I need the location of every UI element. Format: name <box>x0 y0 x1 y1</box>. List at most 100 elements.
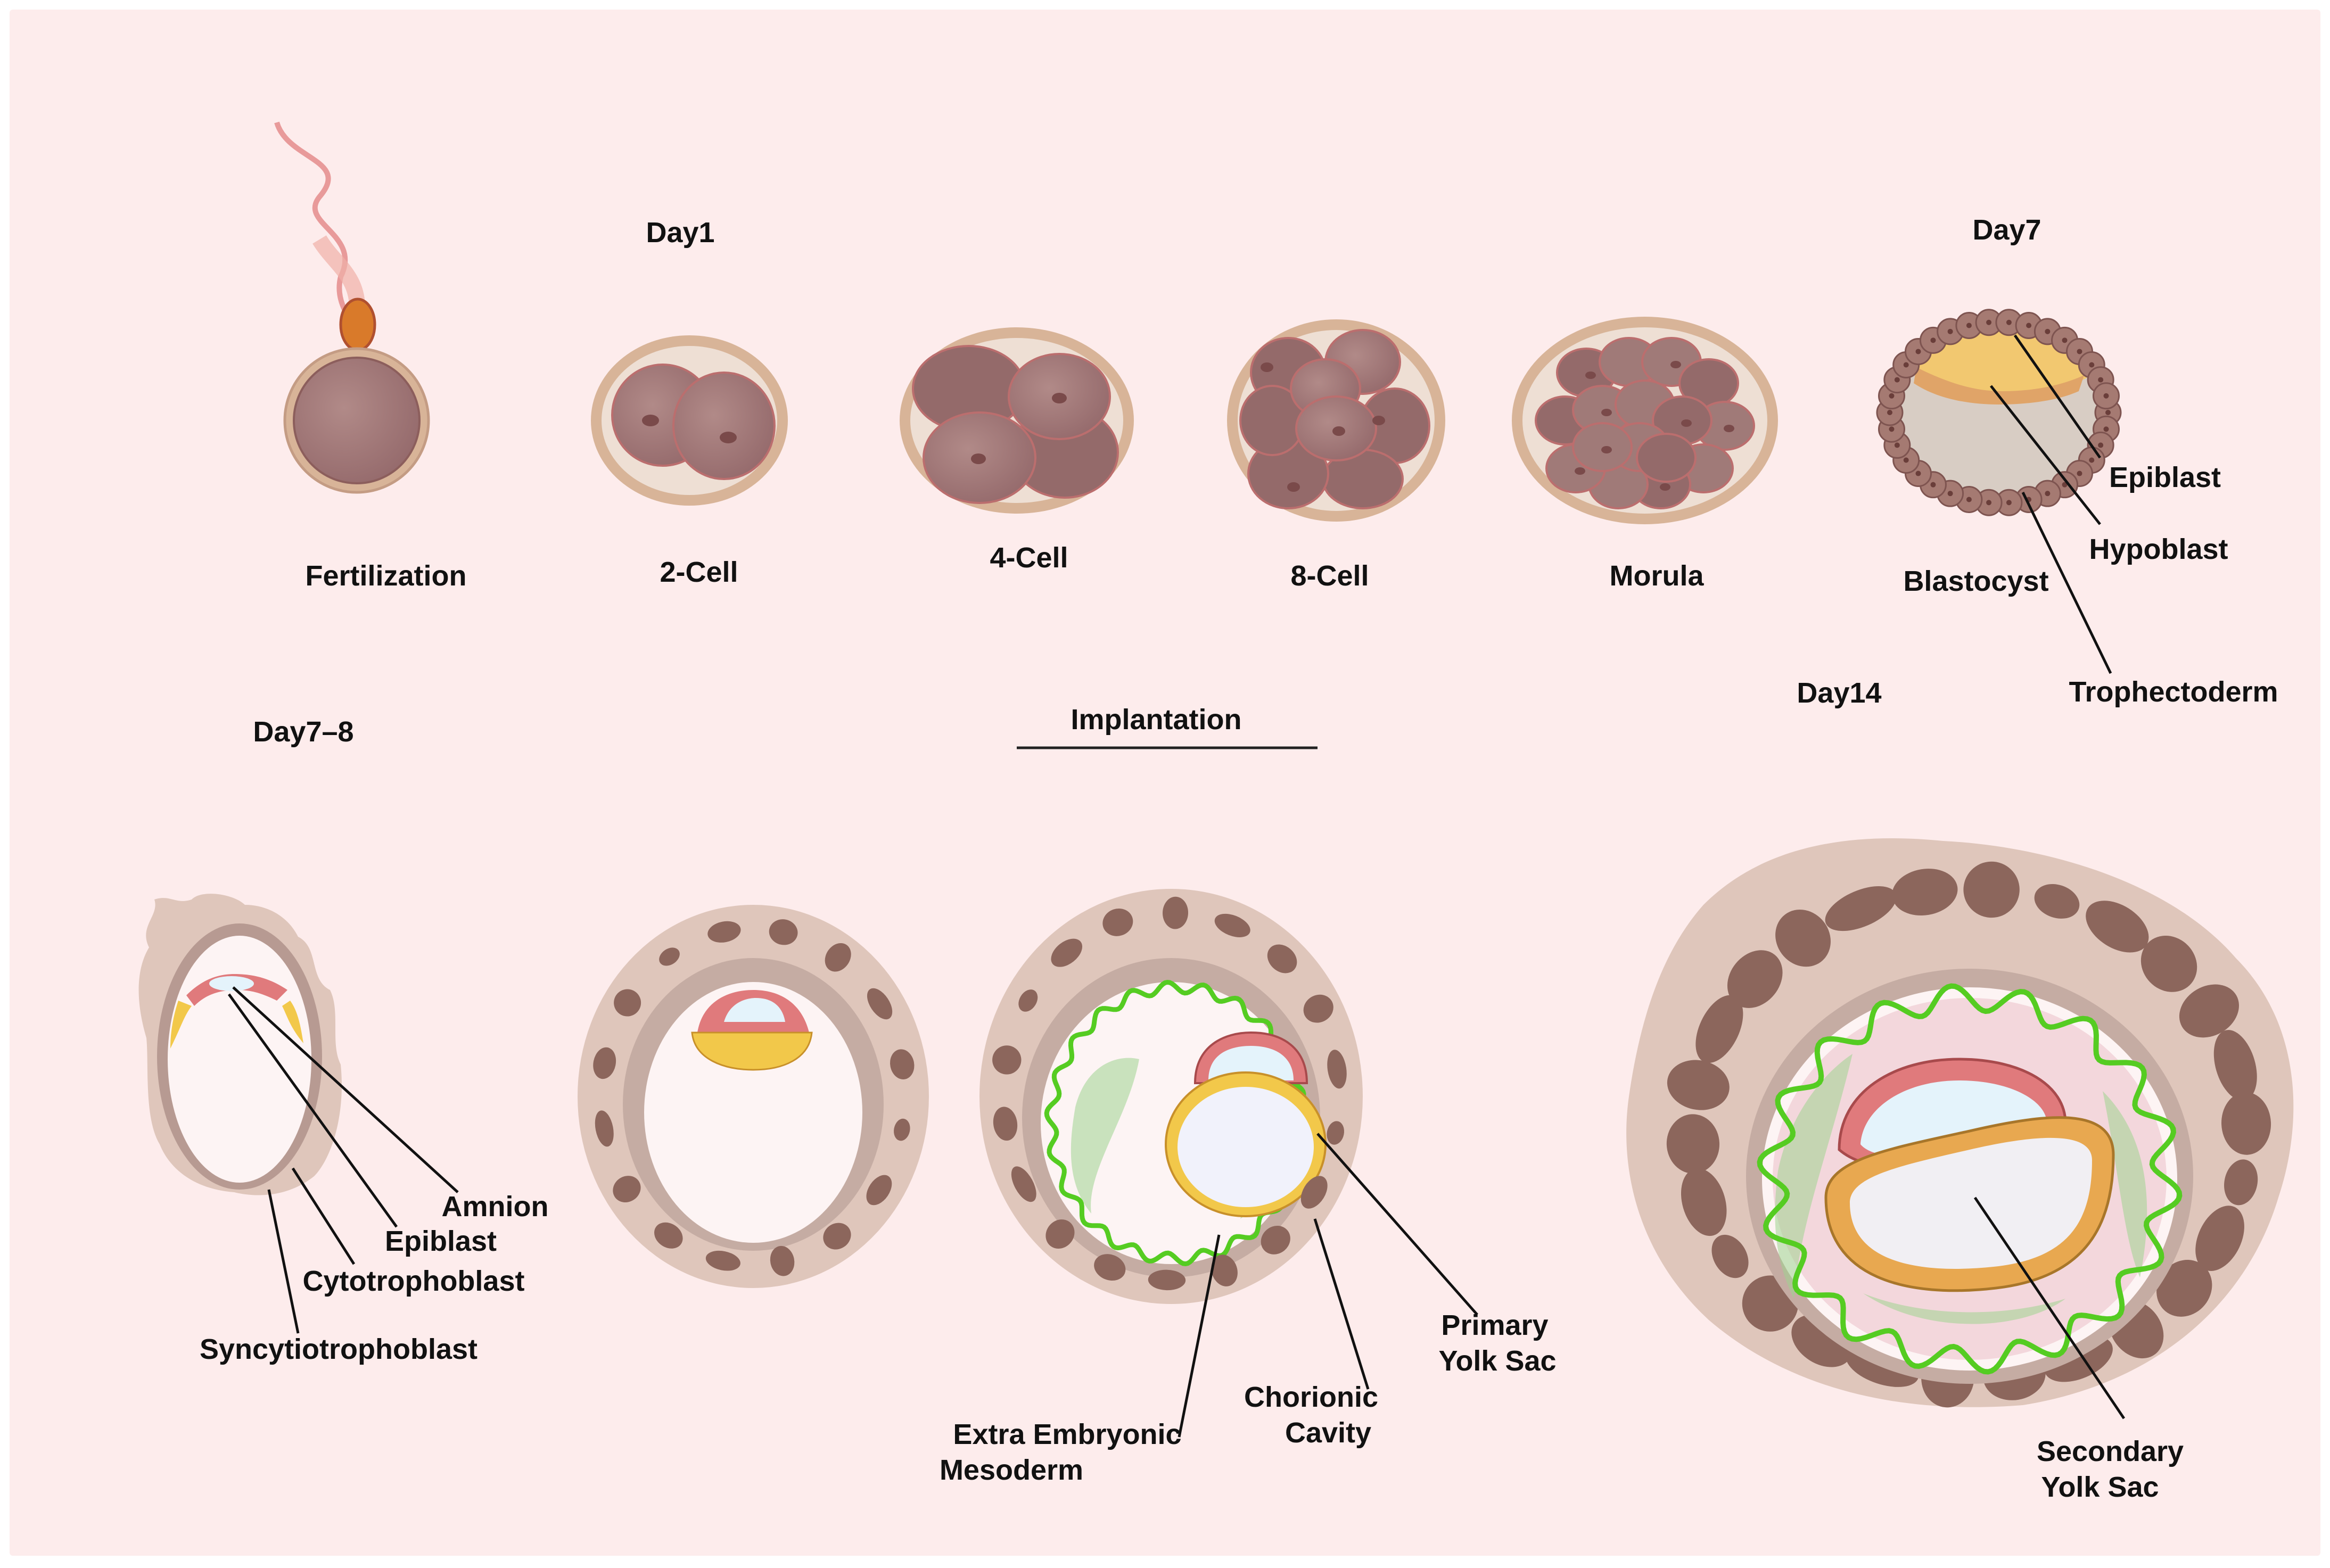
leader-secondary-yolk-sac <box>1973 1196 2126 1420</box>
extra-embryonic-label-2: Mesoderm <box>940 1454 1083 1486</box>
eight-cell-label: 8-Cell <box>1290 560 1369 592</box>
nucleus <box>1966 497 1972 502</box>
lacuna <box>2195 1206 2244 1271</box>
trophectoderm-label: Trophectoderm <box>2069 676 2278 708</box>
epiblast-label-top: Epiblast <box>2109 461 2221 493</box>
oocyte <box>293 357 421 484</box>
nucleus <box>1681 419 1692 427</box>
four-cell-embryo <box>900 327 1134 514</box>
lacuna <box>1711 1234 1749 1278</box>
nucleus <box>1903 362 1909 368</box>
nucleus <box>2089 362 2095 368</box>
lacuna <box>1892 869 1958 916</box>
nucleus <box>1930 337 1936 343</box>
nucleus <box>1372 416 1385 425</box>
secondary-yolk-sac-label-2: Yolk Sac <box>2041 1471 2159 1503</box>
extraembryonic-mesoderm <box>2103 1091 2147 1277</box>
lacuna <box>1211 1255 1238 1286</box>
nucleus <box>1660 483 1670 491</box>
nucleus <box>1930 482 1936 488</box>
nucleus <box>1287 482 1300 492</box>
trophectoderm-cells <box>1876 309 2122 516</box>
nucleus <box>1947 491 1953 497</box>
lacuna <box>1327 1050 1347 1089</box>
lacuna <box>1051 938 1083 967</box>
secondary-yolk-sac <box>1850 1137 2092 1269</box>
leader-trophectoderm <box>2021 491 2112 674</box>
lacuna <box>2156 1260 2212 1317</box>
leader-amnion <box>232 986 459 1193</box>
nucleus <box>1052 393 1067 403</box>
lacuna <box>593 1047 616 1079</box>
epiblast-label-bottom: Epiblast <box>385 1225 497 1257</box>
blastocyst-label: Blastocyst <box>1903 565 2048 597</box>
nucleus <box>1887 410 1892 415</box>
lacuna <box>1011 1166 1036 1202</box>
leader-epiblast-top <box>2013 334 2102 459</box>
lacuna <box>2179 984 2240 1038</box>
four-cell-label: 4-Cell <box>990 542 1068 574</box>
morula-label: Morula <box>1609 560 1704 592</box>
lacuna <box>707 921 741 943</box>
extraembryonic-mesoderm <box>1071 1058 1139 1214</box>
nucleus <box>1986 500 1992 506</box>
leader-hypoblast <box>1990 385 2101 525</box>
lacuna <box>1163 896 1189 929</box>
lacuna <box>894 1118 910 1141</box>
primary-yolk-sac-label-1: Primary <box>1441 1309 1548 1341</box>
nucleus <box>1601 409 1612 416</box>
lacuna <box>823 1223 851 1250</box>
lacuna <box>595 1110 614 1147</box>
lacuna <box>890 1049 915 1079</box>
extraembryonic-mesoderm <box>1863 1293 2065 1324</box>
nucleus <box>2062 337 2068 343</box>
blastocoel <box>168 936 311 1183</box>
lacuna <box>1775 910 1831 967</box>
leader-lines <box>227 334 2126 1438</box>
morula-cell <box>1636 433 1697 483</box>
nucleus <box>2098 377 2104 383</box>
day1-label: Day1 <box>646 217 714 249</box>
text-labels: Day1 Day7 Day7–8 Day14 Implantation Fert… <box>200 214 2278 1503</box>
secondary-yolk-sac-label-1: Secondary <box>2037 1435 2184 1467</box>
hypoblast-layer <box>282 1001 303 1043</box>
implantation-label: Implantation <box>1071 704 1242 736</box>
nucleus <box>1670 361 1681 368</box>
lacunae <box>593 919 915 1276</box>
fertilization-label: Fertilization <box>305 560 466 592</box>
lacuna <box>993 1107 1018 1141</box>
extraembryonic-mesoderm <box>1775 1054 1853 1299</box>
lacuna <box>866 1175 892 1206</box>
primary-yolk-sac-label-2: Yolk Sac <box>1438 1345 1556 1377</box>
lacuna <box>2086 901 2149 953</box>
nucleus <box>1575 467 1585 475</box>
leader-epiblast-bottom <box>227 993 398 1228</box>
lacuna <box>1825 886 1897 931</box>
hypoblast-label: Hypoblast <box>2089 533 2228 565</box>
nucleus <box>2103 426 2109 432</box>
nucleus <box>2077 349 2082 354</box>
lacuna <box>1727 950 1783 1008</box>
fertilization-egg <box>274 121 430 494</box>
amniotic-cavity <box>1208 1046 1294 1080</box>
lacuna <box>1267 944 1297 973</box>
nucleus <box>720 432 737 443</box>
nucleus <box>2077 471 2082 476</box>
nucleus <box>1889 426 1895 432</box>
nucleus <box>2105 410 2111 415</box>
nucleus <box>1894 377 1900 383</box>
nucleus <box>1947 328 1953 334</box>
lacuna <box>825 943 851 972</box>
lacunae <box>992 896 1347 1291</box>
nucleus <box>642 415 659 426</box>
syncytiotrophoblast-label: Syncytiotrophoblast <box>200 1333 477 1365</box>
two-cell-label: 2-Cell <box>660 556 738 588</box>
nucleus <box>1986 319 1992 325</box>
lacuna <box>1963 861 2020 918</box>
lacuna <box>1094 1254 1126 1281</box>
nucleus <box>1903 457 1909 463</box>
lacuna <box>1102 908 1133 936</box>
lacuna <box>1303 994 1333 1023</box>
